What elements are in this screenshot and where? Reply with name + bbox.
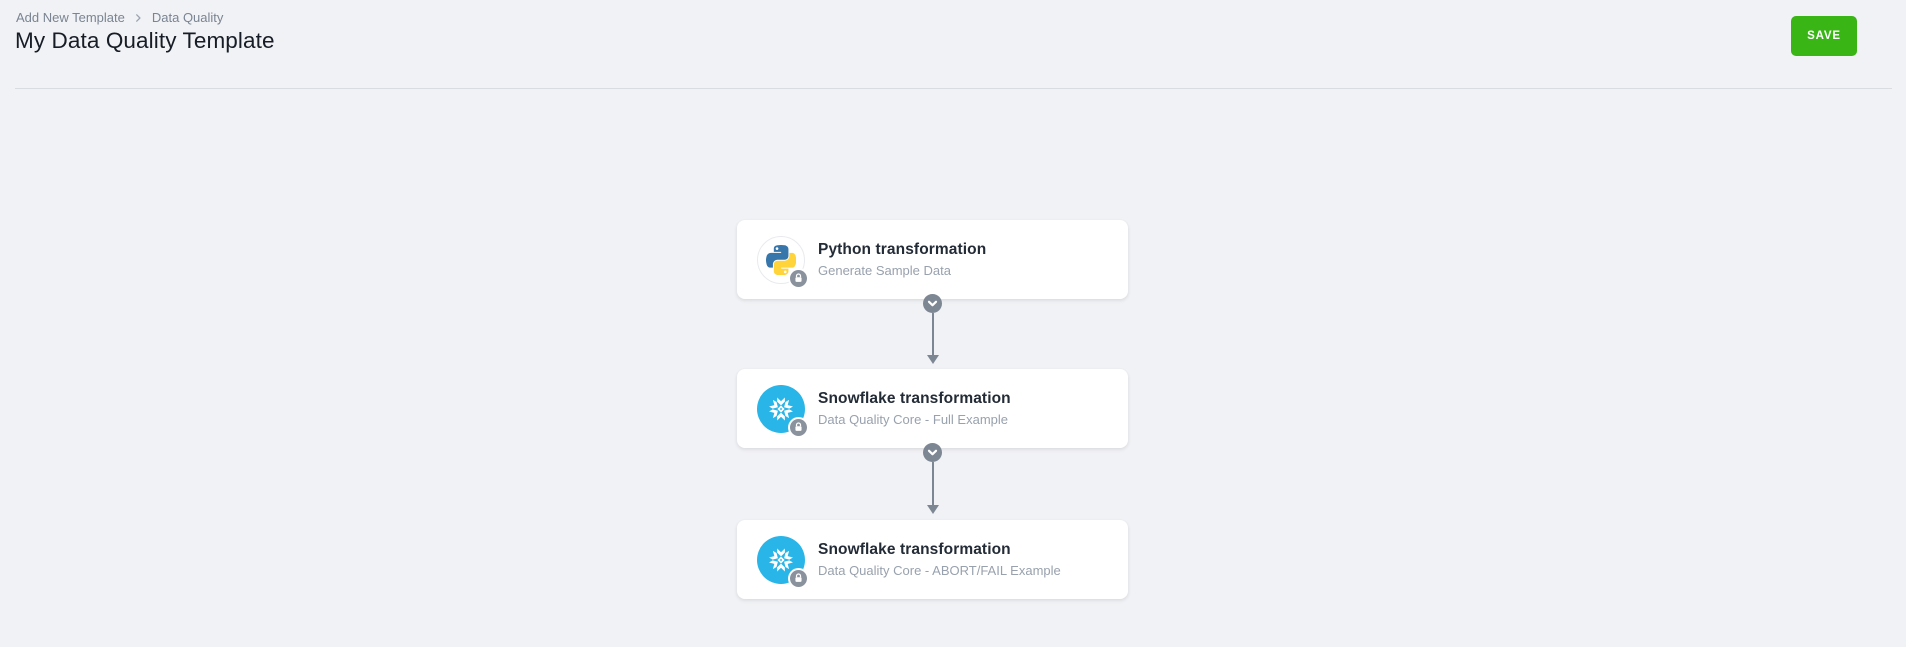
connector-line bbox=[931, 313, 934, 355]
page-title: My Data Quality Template bbox=[15, 28, 275, 53]
arrow-down-icon bbox=[926, 505, 939, 514]
task-subtitle: Data Quality Core - Full Example bbox=[818, 412, 1009, 427]
connector-line bbox=[931, 462, 934, 505]
task-icon-wrap bbox=[757, 235, 807, 287]
chevron-down-icon bbox=[923, 294, 942, 313]
chevron-down-icon bbox=[923, 443, 942, 462]
task-subtitle: Data Quality Core - ABORT/FAIL Example bbox=[818, 563, 1061, 578]
breadcrumb-item-add-new-template[interactable]: Add New Template bbox=[16, 10, 125, 25]
connector bbox=[923, 443, 942, 514]
header-divider bbox=[15, 88, 1892, 89]
lock-icon bbox=[790, 418, 807, 436]
task-texts: Snowflake transformation Data Quality Co… bbox=[818, 390, 1011, 427]
task-title: Snowflake transformation bbox=[818, 541, 1011, 558]
chevron-right-icon bbox=[134, 13, 143, 23]
task-title: Python transformation bbox=[818, 241, 987, 258]
task-card-snowflake-full-example[interactable]: Snowflake transformation Data Quality Co… bbox=[737, 369, 1128, 448]
save-button[interactable]: SAVE bbox=[1791, 16, 1857, 56]
task-title: Snowflake transformation bbox=[818, 390, 1011, 407]
task-texts: Snowflake transformation Data Quality Co… bbox=[818, 541, 1061, 578]
lock-icon bbox=[790, 569, 807, 587]
arrow-down-icon bbox=[926, 355, 939, 364]
task-card-snowflake-abort-fail-example[interactable]: Snowflake transformation Data Quality Co… bbox=[737, 520, 1128, 599]
breadcrumb-item-data-quality[interactable]: Data Quality bbox=[151, 10, 224, 25]
breadcrumb: Add New Template Data Quality bbox=[16, 10, 223, 25]
connector bbox=[923, 294, 942, 364]
task-icon-wrap bbox=[757, 535, 807, 587]
task-icon-wrap bbox=[757, 384, 807, 436]
task-subtitle: Generate Sample Data bbox=[818, 263, 951, 278]
lock-icon bbox=[790, 269, 807, 287]
task-texts: Python transformation Generate Sample Da… bbox=[818, 241, 986, 278]
task-card-python-transformation[interactable]: Python transformation Generate Sample Da… bbox=[737, 220, 1128, 299]
